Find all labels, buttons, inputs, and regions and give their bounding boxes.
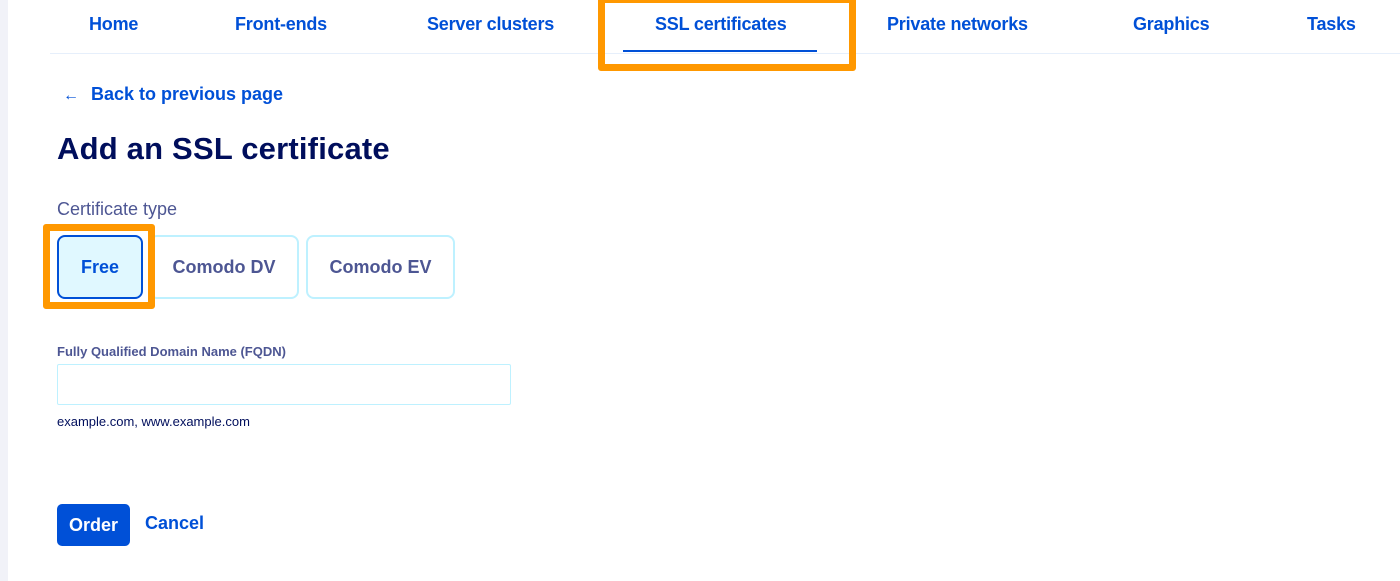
back-link-label: Back to previous page [91, 84, 284, 104]
certificate-type-free-option[interactable]: Free [57, 235, 143, 299]
cancel-link[interactable]: Cancel [145, 513, 205, 533]
tab-home[interactable]: Home [89, 14, 139, 34]
certificate-type-comodo-ev-option[interactable]: Comodo EV [306, 235, 455, 299]
certificate-type-comodo-dv-option[interactable]: Comodo DV [149, 235, 299, 299]
fqdn-help-text: example.com, www.example.com [57, 414, 250, 429]
tab-ssl-certificates[interactable]: SSL certificates [623, 14, 816, 52]
top-nav-tabs: Home Front-ends Server clusters SSL cert… [50, 0, 1400, 54]
order-button[interactable]: Order [57, 504, 130, 546]
fqdn-label: Fully Qualified Domain Name (FQDN) [57, 344, 286, 359]
back-to-previous-page-link[interactable]: ← Back to previous page [63, 84, 283, 105]
tab-private-networks[interactable]: Private networks [887, 14, 1028, 34]
page-title: Add an SSL certificate [57, 131, 390, 166]
arrow-left-icon: ← [63, 87, 79, 104]
tab-graphics[interactable]: Graphics [1133, 14, 1210, 34]
tab-tasks[interactable]: Tasks [1307, 14, 1356, 34]
tab-server-clusters[interactable]: Server clusters [427, 14, 555, 34]
option-label: Comodo DV [172, 256, 276, 277]
left-edge-strip [0, 0, 8, 581]
certificate-type-label: Certificate type [57, 199, 178, 219]
fqdn-input[interactable] [57, 364, 511, 405]
tab-front-ends[interactable]: Front-ends [235, 14, 327, 34]
option-label: Free [80, 256, 120, 277]
option-label: Comodo EV [329, 256, 432, 277]
